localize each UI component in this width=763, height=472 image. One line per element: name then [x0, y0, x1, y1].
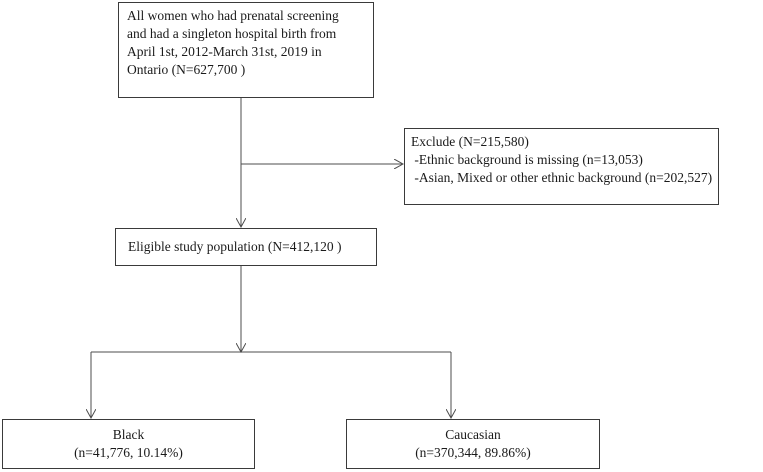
group-name-caucasian: Caucasian	[445, 427, 501, 442]
start-line-3: April 1st, 2012-March 31st, 2019 in	[127, 44, 322, 59]
exclusion-item-missing: -Ethnic background is missing (n=13,053)	[411, 152, 643, 167]
start-line-1: All women who had prenatal screening	[127, 8, 339, 23]
eligible-population-box: Eligible study population (N=412,120 )	[115, 228, 377, 266]
eligible-label: Eligible study population (N=412,120 )	[128, 239, 342, 254]
group-box-caucasian: Caucasian (n=370,344, 89.86%)	[346, 419, 600, 469]
group-count-black: (n=41,776, 10.14%)	[74, 445, 183, 460]
exclusion-box: Exclude (N=215,580) -Ethnic background i…	[404, 128, 719, 205]
group-box-black: Black (n=41,776, 10.14%)	[2, 419, 255, 469]
exclusion-title: Exclude (N=215,580)	[411, 134, 529, 149]
start-line-4: Ontario (N=627,700 )	[127, 62, 246, 77]
group-name-black: Black	[112, 427, 145, 442]
exclusion-item-other: -Asian, Mixed or other ethnic background…	[411, 170, 713, 185]
start-line-2: and had a singleton hospital birth from	[127, 26, 337, 41]
group-count-caucasian: (n=370,344, 89.86%)	[415, 445, 531, 460]
start-population-box: All women who had prenatal screening and…	[118, 2, 374, 98]
